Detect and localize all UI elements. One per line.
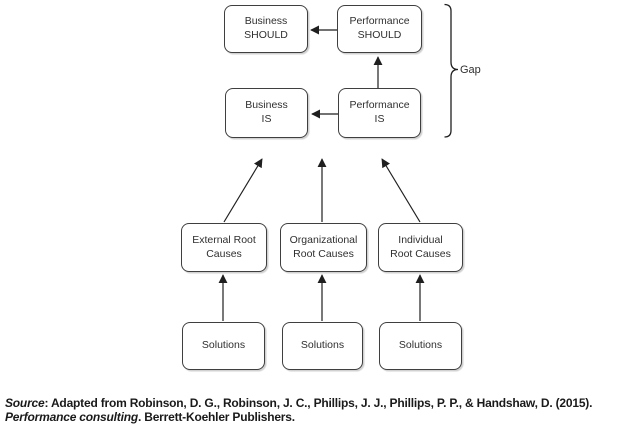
source-citation-line1: Source: Adapted from Robinson, D. G., Ro… [5,396,621,410]
source-line1-text: : Adapted from Robinson, D. G., Robinson… [44,396,593,410]
box-external-root-causes: External Root Causes [181,223,267,272]
box-performance-is-label: Performance IS [349,99,410,125]
gap-brace [444,3,459,138]
box-performance-should-label: Performance SHOULD [349,15,410,41]
box-business-is: Business IS [225,88,308,138]
box-external-root-causes-label: External Root Causes [192,233,256,260]
gap-label: Gap [460,64,481,76]
source-citation-line2: Performance consulting. Berrett-Koehler … [5,410,621,424]
box-organizational-root-causes-label: Organizational Root Causes [289,233,358,260]
arrow-individual-root-causes-up [381,158,421,223]
arrow-external-root-causes-up [223,158,263,223]
box-individual-root-causes: Individual Root Causes [378,223,463,272]
box-solutions-organizational: Solutions [282,322,363,370]
box-solutions-external: Solutions [182,322,265,370]
box-solutions-individual: Solutions [379,322,462,370]
box-solutions-organizational-label: Solutions [300,339,345,352]
box-business-should: Business SHOULD [224,5,308,53]
box-business-is-label: Business IS [245,99,288,125]
source-line2-text: . Berrett-Koehler Publishers. [137,410,295,424]
box-individual-root-causes-label: Individual Root Causes [390,233,451,260]
box-business-should-label: Business SHOULD [244,15,288,41]
box-performance-should: Performance SHOULD [337,5,422,53]
box-solutions-individual-label: Solutions [398,339,443,352]
source-word: Source [5,396,45,410]
box-organizational-root-causes: Organizational Root Causes [280,223,367,272]
box-performance-is: Performance IS [338,88,421,138]
source-book-title: Performance consulting [5,410,138,424]
box-solutions-external-label: Solutions [201,339,246,352]
source-citation: Source: Adapted from Robinson, D. G., Ro… [5,396,621,424]
